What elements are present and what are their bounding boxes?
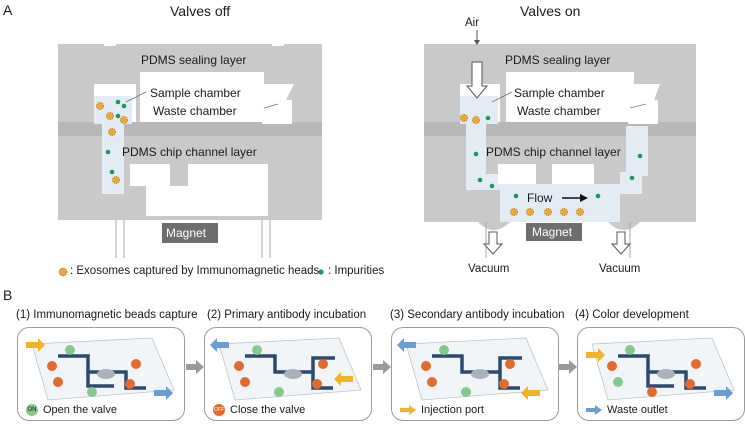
chip-body-right — [424, 44, 696, 230]
valve-on-badge: ON — [26, 404, 38, 416]
air-arrow — [465, 30, 489, 99]
step-arrow-3 — [559, 360, 577, 374]
panel-a-letter: A — [3, 2, 13, 18]
vacuum-right-label: Vacuum — [599, 263, 641, 275]
impurities-left — [105, 99, 127, 175]
right-channel-layer-label: PDMS chip channel layer — [486, 145, 621, 159]
exosomes-left — [96, 102, 129, 184]
step-4-title: (4) Color development — [575, 309, 689, 321]
step-2-title: (2) Primary antibody incubation — [207, 309, 367, 321]
right-sample-chamber-label: Sample chamber — [514, 86, 605, 100]
vacuum-arrow-right — [610, 231, 632, 255]
step-1-card: ON Open the valve — [17, 327, 185, 421]
valves-off-diagram — [58, 36, 322, 258]
step-3-card: Injection port — [391, 327, 559, 421]
step-2-legend-text: Close the valve — [230, 404, 306, 416]
valves-on-diagram — [424, 30, 696, 258]
flow-label: Flow — [527, 191, 553, 205]
step-2-card: OFF Close the valve — [204, 327, 372, 421]
magnet-right — [526, 223, 582, 241]
panel-b-letter: B — [3, 287, 13, 303]
valve-off-badge: OFF — [213, 404, 225, 416]
vacuum-left-label: Vacuum — [468, 263, 510, 275]
right-sealing-layer-label: PDMS sealing layer — [505, 53, 611, 67]
impurity-legend-label: : Impurities — [328, 265, 385, 277]
chip-illustration — [397, 337, 549, 401]
exosome-legend-icon — [58, 267, 68, 277]
impurities-right — [473, 115, 643, 199]
step-3-legend-text: Injection port — [421, 404, 484, 416]
left-channel-layer-label: PDMS chip channel layer — [122, 145, 257, 159]
waste-outlet-icon — [586, 405, 602, 415]
chip-illustration — [210, 337, 362, 401]
step-arrow-2 — [373, 360, 391, 374]
step-1-title: (1) Immunomagnetic beads capture — [16, 309, 198, 321]
injection-port-icon — [400, 405, 416, 415]
step-4-legend: Waste outlet — [586, 404, 668, 416]
chip-illustration — [586, 337, 735, 401]
step-1-legend-text: Open the valve — [43, 404, 117, 416]
exosome-legend-label: : Exosomes captured by Immunomagnetic he… — [70, 265, 320, 277]
exosomes-right — [459, 114, 585, 216]
right-waste-chamber-label: Waste chamber — [517, 104, 601, 118]
step-2-legend: OFF Close the valve — [213, 404, 305, 416]
left-sample-chamber-label: Sample chamber — [150, 86, 241, 100]
valves-on-title: Valves on — [520, 3, 581, 19]
air-label: Air — [465, 17, 480, 29]
step-4-legend-text: Waste outlet — [607, 404, 668, 416]
step-1-legend: ON Open the valve — [26, 404, 117, 416]
valves-off-title: Valves off — [170, 3, 231, 19]
magnet-left — [162, 223, 218, 243]
step-arrow-1 — [186, 360, 204, 374]
left-sealing-layer-label: PDMS sealing layer — [141, 53, 247, 67]
chip-illustration — [26, 337, 175, 401]
step-3-legend: Injection port — [400, 404, 484, 416]
left-magnet-label: Magnet — [166, 226, 207, 240]
step-4-card: Waste outlet — [577, 327, 745, 421]
chip-body-left — [58, 36, 322, 220]
impurity-legend-icon — [318, 269, 324, 275]
left-waste-chamber-label: Waste chamber — [153, 104, 237, 118]
vacuum-arrow-left — [482, 231, 504, 255]
right-magnet-label: Magnet — [532, 225, 573, 239]
step-3-title: (3) Secondary antibody incubation — [390, 309, 565, 321]
